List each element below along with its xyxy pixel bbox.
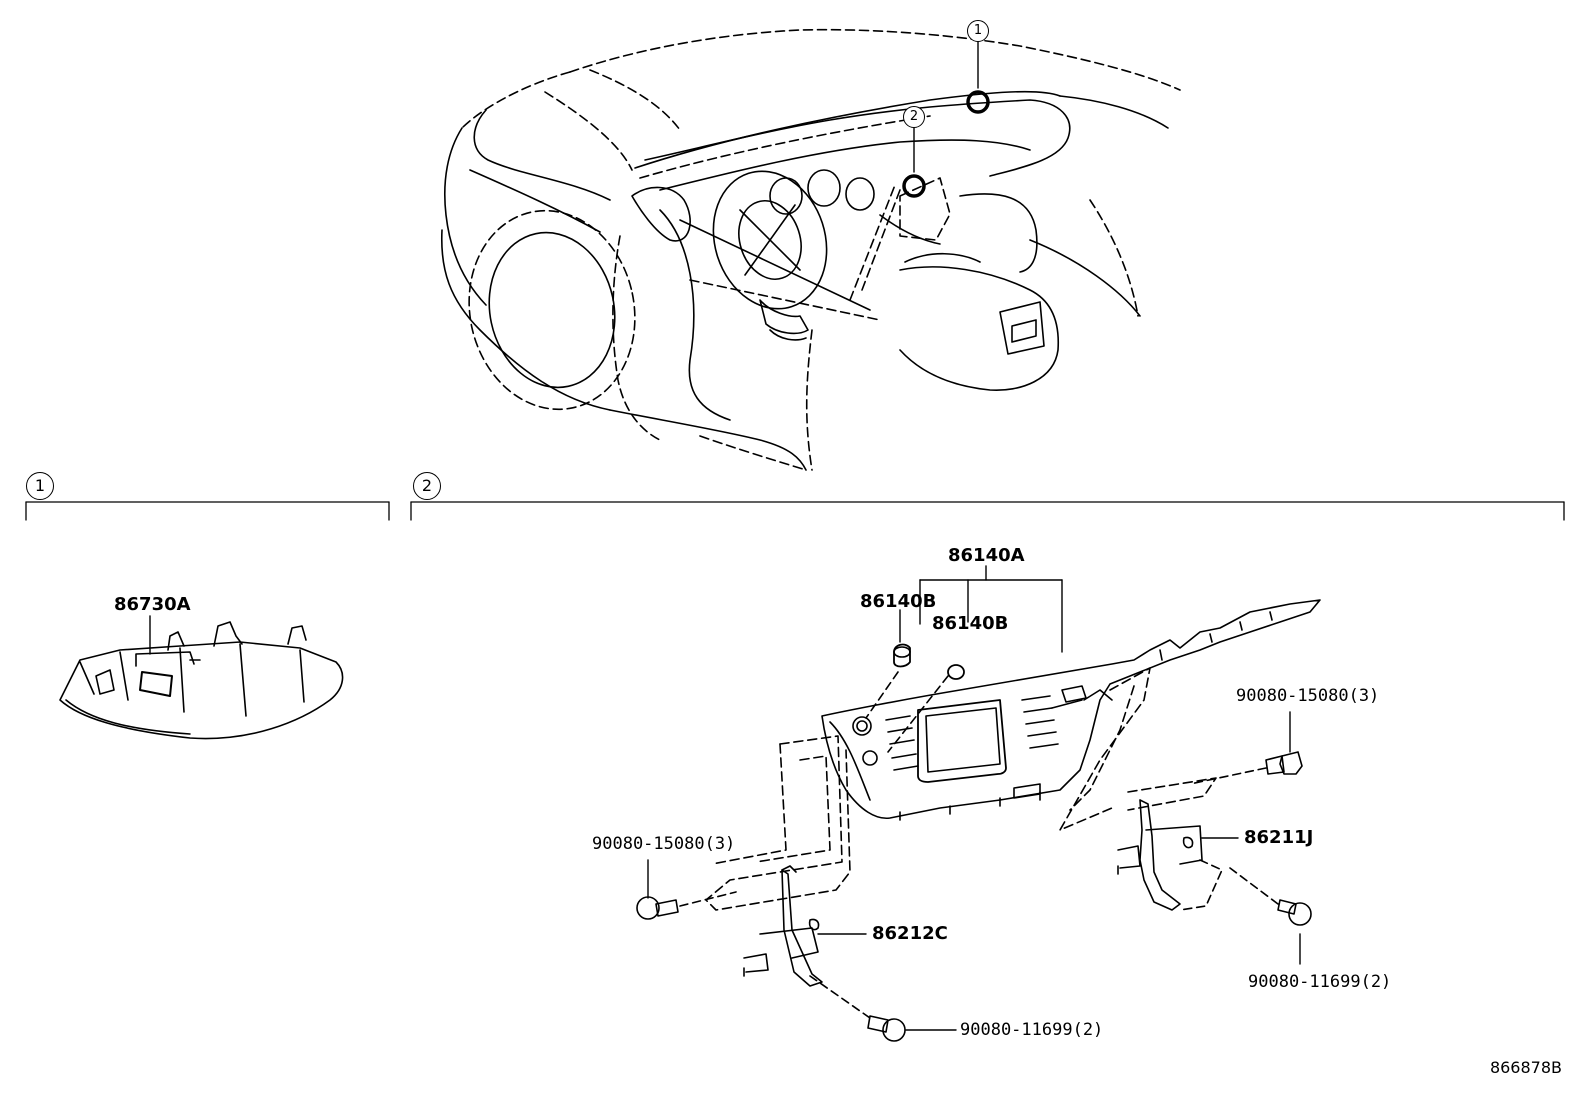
section-2-bracket (410, 501, 1565, 521)
dashed-guide-right (1059, 667, 1217, 831)
part-label-86140B-right: 86140B (932, 613, 1009, 634)
location-marker-2 (902, 127, 926, 198)
section-1-bracket (25, 501, 390, 521)
bracket-86212C (743, 865, 871, 1019)
callout-top-1: 1 (967, 20, 989, 42)
leader-86140A (919, 565, 1063, 653)
bracket-86211J (1117, 799, 1239, 911)
callout-section-1: 1 (26, 472, 54, 500)
part-label-86140A: 86140A (948, 545, 1025, 566)
bolt-90080-11699-bottom (867, 1015, 957, 1042)
location-marker-1 (966, 41, 990, 114)
callout-section-2: 2 (413, 472, 441, 500)
part-label-86211J: 86211J (1244, 827, 1314, 848)
diagram-reference-code: 866878B (1489, 1058, 1562, 1077)
part-label-86730A: 86730A (114, 594, 191, 615)
part-label-90080-15080-right: 90080-15080(3) (1236, 686, 1380, 706)
bolt-90080-11699-right (1229, 867, 1312, 965)
part-label-86212C: 86212C (872, 923, 948, 944)
bolt-90080-15080-left (636, 859, 737, 920)
overhead-console-86730A (59, 615, 344, 740)
center-panel-86140A (821, 599, 1321, 821)
knob-86140B-left (865, 609, 911, 719)
part-label-90080-11699-right: 90080-11699(2) (1248, 972, 1392, 992)
car-overview-illustration (440, 28, 1181, 471)
part-label-90080-11699-bottom: 90080-11699(2) (960, 1020, 1104, 1040)
part-label-90080-15080-left: 90080-15080(3) (592, 834, 736, 854)
bolt-90080-15080-right (1189, 711, 1303, 785)
part-label-86140B-left: 86140B (860, 591, 937, 612)
knob-86140B-right (887, 664, 965, 753)
callout-top-2: 2 (903, 106, 925, 128)
dashed-guide-left (705, 735, 851, 911)
